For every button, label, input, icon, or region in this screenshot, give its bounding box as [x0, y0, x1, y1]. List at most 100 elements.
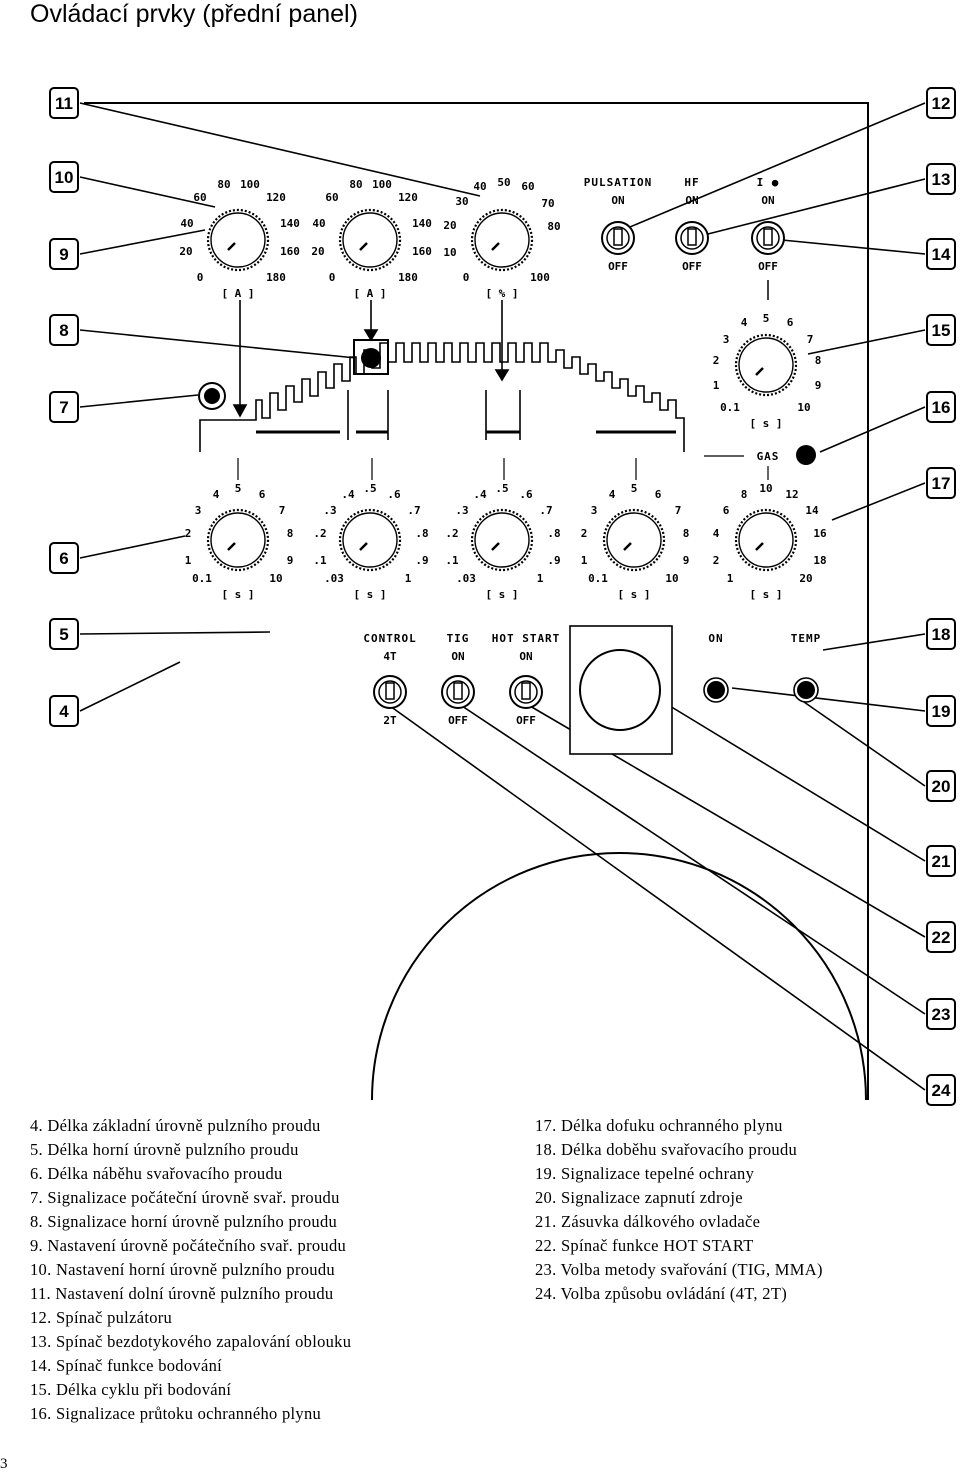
callout-16: 16 — [926, 391, 956, 423]
svg-text:1: 1 — [185, 554, 192, 567]
callout-12: 12 — [926, 87, 956, 119]
svg-text:19: 19 — [932, 702, 951, 721]
callout-24: 24 — [926, 1074, 956, 1106]
svg-text:2: 2 — [713, 554, 720, 567]
svg-text:[ A ]: [ A ] — [221, 287, 254, 300]
svg-text:.5: .5 — [495, 482, 508, 495]
svg-text:0: 0 — [329, 271, 336, 284]
svg-text:4T: 4T — [383, 650, 397, 663]
svg-text:4: 4 — [713, 527, 720, 540]
svg-text:70: 70 — [541, 197, 554, 210]
knob-initial-current[interactable]: 40 50 30 60 20 70 10 80 0 100 [ % ] — [443, 176, 560, 300]
legend-item: 14. Spínač funkce bodování — [30, 1356, 223, 1375]
svg-text:8: 8 — [683, 527, 690, 540]
callout-21: 21 — [926, 845, 956, 877]
knob-lower-pulse-current[interactable]: 80 100 60 120 40 140 20 160 0 180 [ A ] — [179, 178, 300, 300]
legend-item: 6. Délka náběhu svařovacího proudu — [30, 1164, 283, 1183]
tig-switch[interactable]: TIG ON OFF — [441, 632, 475, 727]
svg-text:3: 3 — [195, 504, 202, 517]
knob-post-gas-time[interactable]: 10 8 12 6 14 4 16 2 18 1 20 [ s ] — [713, 482, 827, 601]
legend-right: 17. Délka dofuku ochranného plynu 18. Dé… — [535, 1114, 823, 1306]
svg-text:TEMP: TEMP — [791, 632, 822, 645]
page-title: Ovládací prvky (přední panel) — [30, 0, 358, 28]
svg-text:6: 6 — [655, 488, 662, 501]
control-mode-switch[interactable]: CONTROL 4T 2T — [363, 632, 416, 727]
svg-text:17: 17 — [932, 474, 951, 493]
svg-text:[ s ]: [ s ] — [617, 588, 650, 601]
legend-item: 10. Nastavení horní úrovně pulzního prou… — [30, 1260, 335, 1279]
svg-text:.4: .4 — [473, 488, 487, 501]
legend-item: 4. Délka základní úrovně pulzního proudu — [30, 1116, 321, 1135]
svg-text:2T: 2T — [383, 714, 397, 727]
legend-item: 5. Délka horní úrovně pulzního proudu — [30, 1140, 299, 1159]
callout-markers: 11 10 9 8 7 6 5 4 12 13 14 15 16 17 18 1… — [49, 87, 956, 1106]
svg-text:20: 20 — [311, 245, 324, 258]
svg-text:100: 100 — [530, 271, 550, 284]
spot-switch[interactable]: I ● ON OFF — [751, 176, 785, 273]
legend-item: 20. Signalizace zapnutí zdroje — [535, 1188, 743, 1207]
svg-text:4: 4 — [741, 316, 748, 329]
svg-text:6: 6 — [723, 504, 730, 517]
svg-text:10: 10 — [665, 572, 678, 585]
legend-item: 13. Spínač bezdotykového zapalování oblo… — [30, 1332, 352, 1351]
svg-text:4: 4 — [59, 702, 69, 721]
knob-spot-cycle[interactable]: 5 4 6 3 7 2 8 1 9 0.1 10 [ s ] — [713, 312, 822, 430]
callout-19: 19 — [926, 695, 956, 727]
svg-text:.2: .2 — [445, 527, 458, 540]
knob-upper-pulse-current[interactable]: 80 100 60 120 40 140 20 160 0 180 [ A ] — [311, 178, 432, 300]
hf-switch[interactable]: HF ON OFF — [675, 176, 709, 273]
knob-upper-pulse-duration[interactable]: .5 .4 .6 .3 .7 .2 .8 .1 .9 .03 1 [ s ] — [313, 482, 428, 601]
svg-text:ON: ON — [519, 650, 532, 663]
svg-text:5: 5 — [763, 312, 770, 325]
legend-item: 23. Volba metody svařování (TIG, MMA) — [535, 1260, 823, 1279]
knob-upslope-time[interactable]: 5 4 6 3 7 2 8 1 9 0.1 10 [ s ] — [185, 482, 294, 601]
svg-text:8: 8 — [287, 527, 294, 540]
legend-item: 11. Nastavení dolní úrovně pulzního prou… — [30, 1284, 334, 1303]
svg-text:9: 9 — [287, 554, 294, 567]
svg-text:3: 3 — [723, 333, 730, 346]
svg-text:160: 160 — [280, 245, 300, 258]
svg-text:.6: .6 — [519, 488, 533, 501]
callout-10: 10 — [49, 161, 79, 193]
callout-23: 23 — [926, 998, 956, 1030]
svg-text:80: 80 — [547, 220, 560, 233]
svg-text:30: 30 — [455, 195, 468, 208]
legend-item: 8. Signalizace horní úrovně pulzního pro… — [30, 1212, 338, 1231]
hot-start-switch[interactable]: HOT START ON OFF — [492, 632, 561, 727]
knob-lower-pulse-duration[interactable]: .5 .4 .6 .3 .7 .2 .8 .1 .9 .03 1 [ s ] — [445, 482, 560, 601]
svg-text:0.1: 0.1 — [720, 401, 740, 414]
svg-text:.6: .6 — [387, 488, 401, 501]
svg-text:ON: ON — [451, 650, 464, 663]
callout-5: 5 — [49, 618, 79, 650]
remote-control-socket[interactable] — [569, 625, 673, 755]
gas-indicator-led — [796, 445, 816, 465]
svg-text:120: 120 — [266, 191, 286, 204]
pulsation-switch[interactable]: PULSATION ON OFF — [584, 176, 653, 273]
svg-text:4: 4 — [609, 488, 616, 501]
waveform-to-knob-lines — [237, 458, 637, 480]
svg-text:.9: .9 — [547, 554, 560, 567]
pulse-waveform — [199, 300, 685, 452]
svg-text:.9: .9 — [415, 554, 428, 567]
svg-text:ON: ON — [611, 194, 624, 207]
svg-text:60: 60 — [325, 191, 338, 204]
svg-text:3: 3 — [591, 504, 598, 517]
svg-text:160: 160 — [412, 245, 432, 258]
svg-text:[ s ]: [ s ] — [221, 588, 254, 601]
gas-label: GAS — [757, 450, 780, 463]
svg-text:[ % ]: [ % ] — [485, 287, 518, 300]
svg-text:HF: HF — [684, 176, 699, 189]
svg-text:.2: .2 — [313, 527, 326, 540]
svg-text:TIG: TIG — [447, 632, 470, 645]
svg-text:23: 23 — [932, 1005, 951, 1024]
svg-text:6: 6 — [259, 488, 266, 501]
svg-text:8: 8 — [59, 321, 68, 340]
svg-text:OFF: OFF — [448, 714, 468, 727]
svg-text:180: 180 — [266, 271, 286, 284]
svg-text:140: 140 — [280, 217, 300, 230]
legend-item: 16. Signalizace průtoku ochranného plynu — [30, 1404, 322, 1423]
knob-downslope-time[interactable]: 5 4 6 3 7 2 8 1 9 0.1 10 [ s ] — [581, 482, 690, 601]
svg-text:OFF: OFF — [516, 714, 536, 727]
svg-text:12: 12 — [932, 94, 951, 113]
svg-text:.03: .03 — [456, 572, 476, 585]
